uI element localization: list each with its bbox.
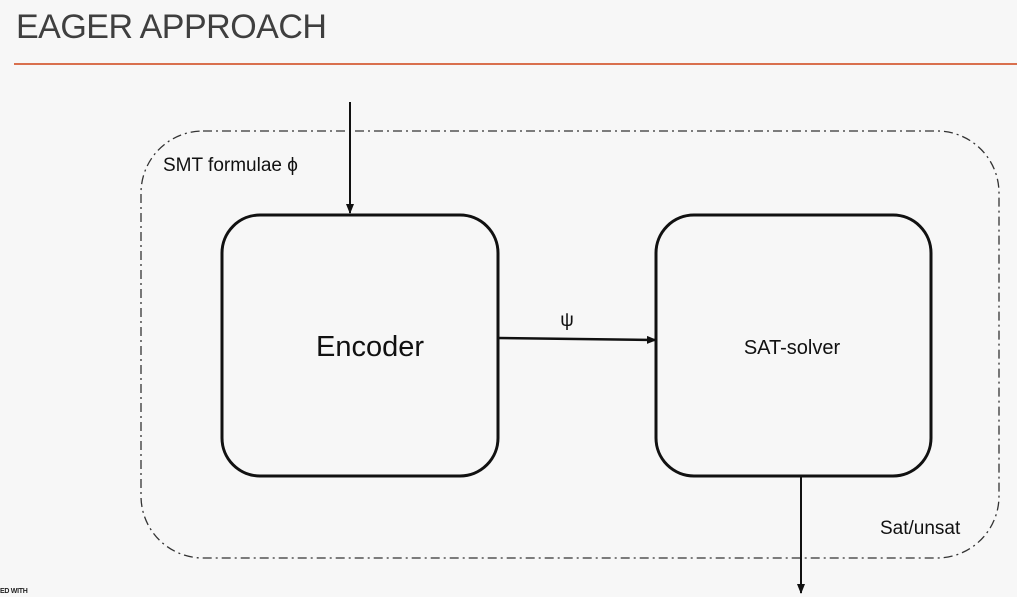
sat-solver-box (654, 213, 933, 478)
output-label: Sat/unsat (880, 518, 961, 539)
input-label: SMT formulae ϕ (163, 155, 298, 176)
title-underline (14, 63, 1017, 65)
watermark-text: ED WITH (0, 588, 28, 595)
system-boundary (140, 130, 1000, 559)
encoder-label: Encoder (316, 331, 424, 363)
psi-label: ψ (560, 310, 574, 331)
psi-arrow (497, 335, 657, 344)
sat-solver-label: SAT-solver (744, 337, 841, 359)
encoder-box (220, 213, 500, 478)
slide-title: EAGER APPROACH (16, 8, 327, 46)
